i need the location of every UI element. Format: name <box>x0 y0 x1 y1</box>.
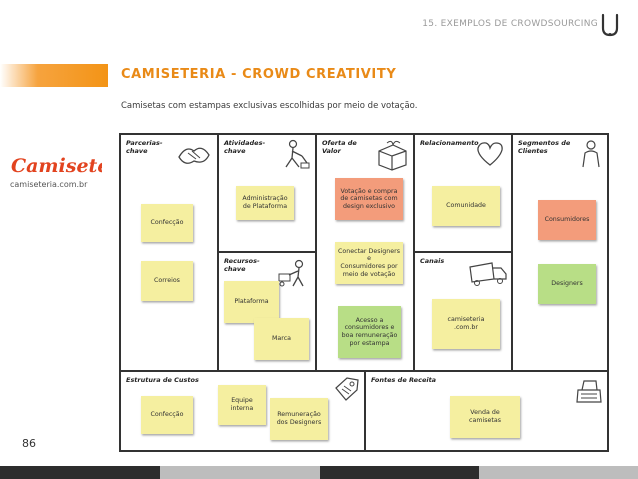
note-remuneracao-designers: Remuneração dos Designers <box>270 398 328 440</box>
page-subtitle: Camisetas com estampas exclusivas escolh… <box>121 101 418 111</box>
label-canais: Canais <box>420 257 445 265</box>
cash-register-icon <box>576 380 602 403</box>
worker-cart-icon <box>278 259 304 287</box>
page-title: CAMISETERIA - CROWD CREATIVITY <box>121 67 397 82</box>
customer-icon <box>582 140 600 168</box>
note-correios: Correios <box>141 261 193 301</box>
note-acesso-consumidores: Acesso a consumidores e boa remuneração … <box>338 306 401 358</box>
label-recursos: Recursos- chave <box>224 257 260 273</box>
truck-icon <box>469 262 507 286</box>
cell-parcerias-chave: Parcerias- chave <box>120 134 218 371</box>
label-relacionamento: Relacionamento <box>420 139 479 147</box>
note-administracao-plataforma: Administração de Plataforma <box>236 186 294 220</box>
label-oferta: Oferta de Valor <box>322 139 357 155</box>
page-number: 86 <box>22 437 36 450</box>
note-conectar-designers: Conectar Designers e Consumidores por me… <box>335 242 403 284</box>
note-marca: Marca <box>254 318 309 360</box>
cell-segmentos-de-clientes: Segmentos de Clientes <box>512 134 608 371</box>
label-receita: Fontes de Receita <box>371 376 437 384</box>
label-custos: Estrutura de Custos <box>126 376 199 384</box>
brand-url: camiseteria.com.br <box>10 180 88 189</box>
label-atividades: Atividades- chave <box>224 139 266 155</box>
price-tag-icon <box>335 377 359 401</box>
bracket-logo-icon <box>601 13 619 37</box>
section-header: 15. EXEMPLOS DE CROWDSOURCING <box>422 19 598 29</box>
camiseteria-logo: Camiseteria <box>11 155 102 177</box>
svg-text:Camiseteria: Camiseteria <box>11 155 102 177</box>
note-venda-camisetas: Venda de camisetas <box>450 396 520 438</box>
title-accent-bar <box>0 64 108 87</box>
worker-icon <box>285 139 310 169</box>
note-comunidade: Comunidade <box>432 186 500 226</box>
note-plataforma: Plataforma <box>224 281 279 323</box>
note-designers: Designers <box>538 264 596 304</box>
handshake-icon <box>178 147 210 164</box>
note-votacao-compra: Votação e compra de camisetas com design… <box>335 178 403 220</box>
gift-icon <box>378 140 407 171</box>
note-equipe-interna: Equipe interna <box>218 385 266 425</box>
heart-icon <box>477 142 503 166</box>
label-segmentos: Segmentos de Clientes <box>518 139 571 155</box>
footer-color-bars <box>0 466 638 479</box>
note-confeccao-custo: Confecção <box>141 396 193 434</box>
note-consumidores: Consumidores <box>538 200 596 240</box>
note-camiseteria-site: camiseteria .com.br <box>432 299 500 349</box>
label-parcerias: Parcerias- chave <box>126 139 163 155</box>
note-confeccao-parceria: Confecção <box>141 204 193 242</box>
business-model-canvas: Parcerias- chave Atividades- chave Recur… <box>119 133 609 452</box>
